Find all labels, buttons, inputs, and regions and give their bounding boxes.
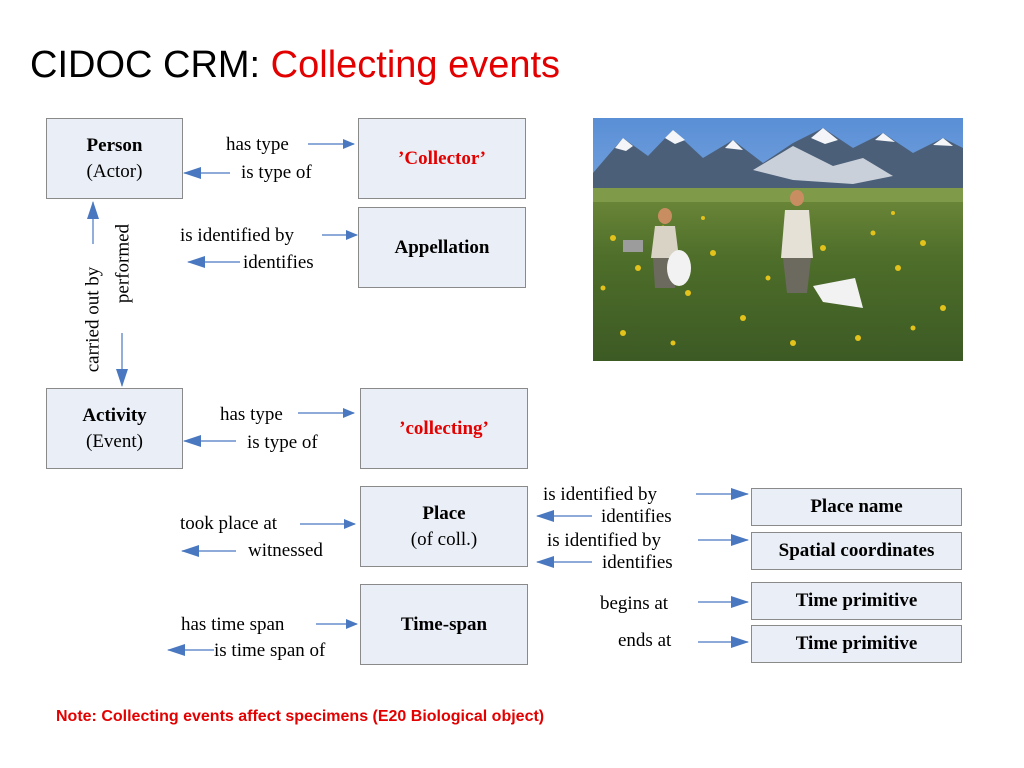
person-sub: (Actor): [86, 160, 143, 182]
label-person-is-type-of: is type of: [241, 162, 312, 183]
place-box: Place (of coll.): [360, 486, 528, 567]
collecting-box: ’collecting’: [360, 388, 528, 469]
label-person-identified-by: is identified by: [180, 225, 294, 246]
place-sub: (of coll.): [410, 528, 478, 550]
collector-box: ’Collector’: [358, 118, 526, 199]
time-primitive-begin-label: Time primitive: [795, 590, 918, 612]
person-box: Person (Actor): [46, 118, 183, 199]
title-prefix: CIDOC CRM:: [30, 44, 261, 86]
place-name-box: Place name: [751, 488, 962, 526]
label-place-identifies-2: identifies: [602, 552, 673, 573]
appellation-box: Appellation: [358, 207, 526, 288]
collector-label: ’Collector’: [398, 147, 486, 169]
activity-sub: (Event): [86, 430, 143, 452]
appellation-label: Appellation: [394, 236, 490, 258]
spatial-coordinates-box: Spatial coordinates: [751, 532, 962, 570]
field-collecting-photo: [593, 118, 963, 361]
page-title: CIDOC CRM: Collecting events: [30, 44, 560, 87]
label-place-identified-by-2: is identified by: [547, 530, 661, 551]
label-activity-is-type-of: is type of: [247, 432, 318, 453]
place-label: Place: [422, 502, 466, 524]
person-label: Person: [86, 134, 143, 156]
label-witnessed: witnessed: [248, 540, 323, 561]
place-name-label: Place name: [810, 496, 903, 518]
activity-label: Activity: [82, 404, 147, 426]
label-person-identifies: identifies: [243, 252, 314, 273]
activity-box: Activity (Event): [46, 388, 183, 469]
label-performed: performed: [112, 223, 134, 304]
label-place-identifies-1: identifies: [601, 506, 672, 527]
label-is-time-span-of: is time span of: [214, 640, 326, 661]
timespan-label: Time-span: [400, 613, 488, 635]
label-has-time-span: has time span: [181, 614, 285, 635]
label-carried-out-by: carried out by: [82, 266, 104, 373]
label-ends-at: ends at: [618, 630, 672, 651]
time-primitive-end-box: Time primitive: [751, 625, 962, 663]
time-primitive-end-label: Time primitive: [795, 633, 918, 655]
label-place-identified-by-1: is identified by: [543, 484, 657, 505]
label-begins-at: begins at: [600, 593, 669, 614]
label-person-has-type: has type: [226, 134, 289, 155]
time-primitive-begin-box: Time primitive: [751, 582, 962, 620]
timespan-box: Time-span: [360, 584, 528, 665]
label-activity-has-type: has type: [220, 404, 283, 425]
title-accent: Collecting events: [270, 44, 561, 86]
spatial-coordinates-label: Spatial coordinates: [778, 540, 935, 562]
collecting-label: ’collecting’: [399, 417, 489, 439]
footnote: Note: Collecting events affect specimens…: [56, 708, 545, 725]
label-took-place-at: took place at: [180, 513, 278, 534]
